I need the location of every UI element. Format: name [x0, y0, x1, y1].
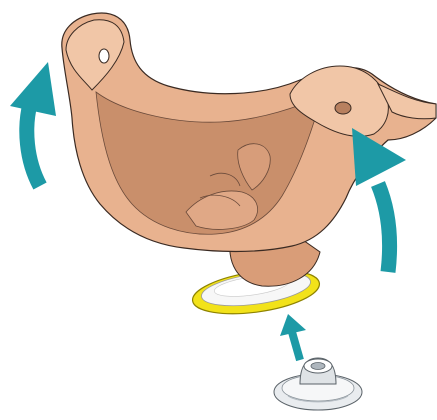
valve-opening	[311, 363, 325, 370]
left-wing-hole	[99, 49, 109, 63]
right-wing-hole	[335, 102, 351, 114]
